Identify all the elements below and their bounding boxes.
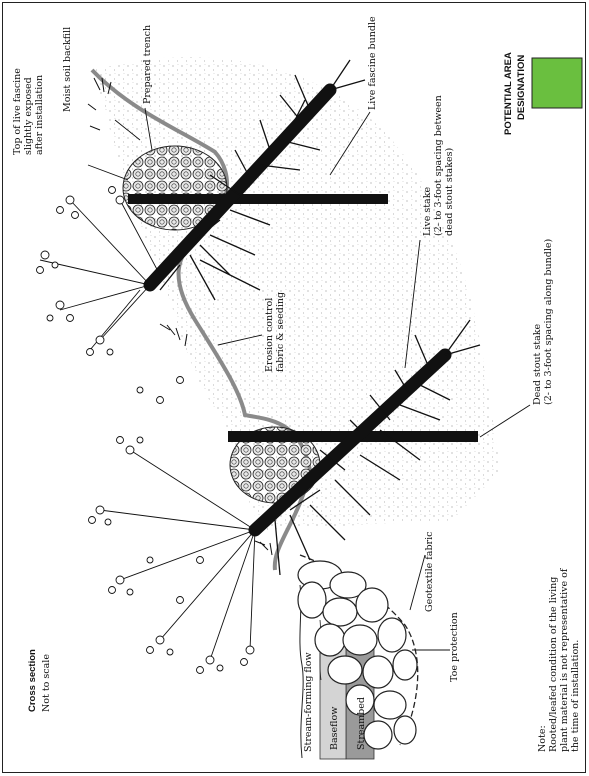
label-dead-stout-2: (2- to 3-foot spacing along bundle) bbox=[543, 239, 554, 405]
label-live-fascine-bundle: Live fascine bundle bbox=[367, 16, 378, 110]
legend-color-swatch bbox=[532, 58, 582, 108]
label-toe-protection: Toe protection bbox=[449, 612, 460, 682]
legend-title-line2: DESIGNATION bbox=[516, 55, 527, 120]
label-moist-soil: Moist soil backfill bbox=[62, 27, 73, 112]
legend-title-line1: POTENTIAL AREA bbox=[503, 52, 514, 135]
note-line-2: plant material is not representative of bbox=[559, 567, 570, 752]
note-line-1: Rooted/leafed condition of the living bbox=[548, 577, 559, 752]
label-live-stake-2: (2- to 3-foot spacing between bbox=[433, 95, 444, 236]
cross-section-title: Cross section bbox=[27, 649, 38, 712]
label-erosion-1: Erosion control bbox=[264, 298, 275, 372]
upper-dead-stout-stake bbox=[128, 194, 388, 204]
label-erosion-2: fabric & seeding bbox=[275, 292, 286, 372]
label-baseflow: Baseflow bbox=[329, 707, 340, 750]
leader-geotextile bbox=[410, 555, 425, 610]
label-streambed: Streambed bbox=[356, 697, 367, 750]
label-geotextile: Geotextile fabric bbox=[424, 532, 435, 612]
label-prepared-trench: Prepared trench bbox=[142, 25, 153, 104]
label-live-stake-1: Live stake bbox=[422, 187, 433, 236]
label-live-stake-3: dead stout stakes) bbox=[444, 148, 455, 236]
cross-section-subtitle: Not to scale bbox=[41, 654, 52, 712]
note-heading: Note: bbox=[537, 725, 548, 752]
note-line-3: the time of installation. bbox=[570, 640, 581, 752]
label-top-fascine-2: slightly exposed bbox=[23, 77, 34, 155]
potential-area-legend: POTENTIAL AREA DESIGNATION bbox=[503, 52, 582, 135]
label-top-fascine-3: after installation bbox=[34, 75, 45, 155]
label-stream-forming-flow: Stream-forming flow bbox=[303, 652, 314, 752]
label-dead-stout-1: Dead stout stake bbox=[532, 324, 543, 405]
label-top-fascine-1: Top of live fascine bbox=[12, 68, 23, 155]
